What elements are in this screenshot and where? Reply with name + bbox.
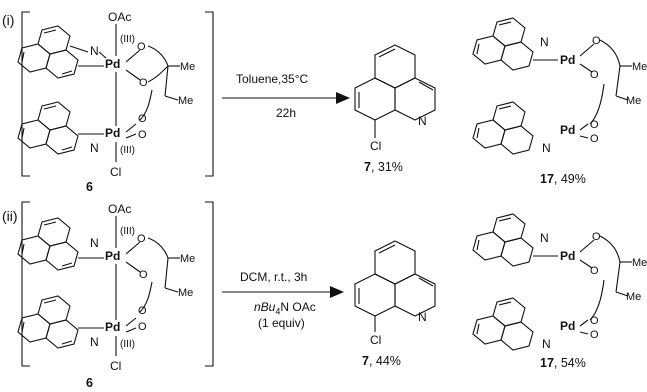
reactant-label: 6 bbox=[86, 376, 93, 390]
atom-pd-lower: Pd bbox=[105, 126, 120, 140]
atom-n: N bbox=[90, 44, 99, 58]
svg-text:N: N bbox=[90, 335, 99, 349]
scheme-tag: (i) bbox=[2, 12, 15, 28]
svg-text:Pd: Pd bbox=[105, 249, 120, 263]
yield: , 31% bbox=[370, 160, 403, 174]
svg-text:Pd: Pd bbox=[560, 123, 575, 137]
svg-text:O: O bbox=[590, 119, 599, 131]
scheme-tag: (ii) bbox=[2, 208, 18, 224]
svg-text:O: O bbox=[590, 315, 599, 327]
ox-state-top: (III) bbox=[120, 226, 135, 237]
product-7-structure bbox=[354, 44, 436, 138]
additive: nBu4N OAc bbox=[254, 300, 316, 316]
svg-text:Cl: Cl bbox=[370, 139, 381, 153]
yield: , 44% bbox=[368, 354, 401, 368]
conditions-top: DCM, r.t., 3h bbox=[240, 270, 308, 284]
svg-text:Cl: Cl bbox=[370, 333, 381, 347]
svg-text:O: O bbox=[139, 269, 148, 281]
svg-text:O: O bbox=[590, 265, 599, 277]
product-17-structure: N Pd O O Me Me O O N Pd bbox=[472, 17, 647, 155]
svg-text:Pd: Pd bbox=[560, 249, 575, 263]
svg-text:O: O bbox=[139, 77, 148, 89]
compound-number: 6 bbox=[86, 376, 93, 390]
product-7-label: 7, 31% bbox=[364, 160, 403, 174]
svg-text:O: O bbox=[592, 35, 601, 47]
svg-text:Me: Me bbox=[626, 95, 641, 107]
left-bracket bbox=[21, 11, 30, 177]
equiv-label: (1 equiv) bbox=[258, 316, 305, 330]
compound-number: 6 bbox=[86, 180, 93, 194]
svg-text:Me: Me bbox=[632, 61, 647, 73]
ox-state-bottom: (III) bbox=[120, 339, 135, 350]
scheme-i: (i) N Pd OAc (III) O O Me bbox=[2, 10, 647, 194]
yield: , 49% bbox=[553, 172, 586, 186]
cl-label: Cl bbox=[110, 359, 121, 373]
compound-number: 17 bbox=[540, 172, 554, 186]
scheme-ii: (ii) N Pd OAc (III) O O Me Me O O bbox=[0, 196, 647, 392]
svg-text:O: O bbox=[137, 233, 146, 245]
lower-benzoquinoline bbox=[17, 101, 79, 155]
ox-state-bottom: (III) bbox=[120, 145, 135, 156]
svg-text:N: N bbox=[90, 236, 99, 250]
svg-text:Me: Me bbox=[626, 291, 641, 303]
svg-text:O: O bbox=[590, 69, 599, 81]
compound-number: 7 bbox=[364, 160, 371, 174]
svg-text:O: O bbox=[590, 329, 599, 341]
additive-prefix: nBu bbox=[254, 300, 276, 314]
oac-label: OAc bbox=[108, 202, 131, 216]
svg-text:N: N bbox=[540, 35, 549, 49]
right-bracket bbox=[205, 11, 214, 177]
additive-subscript: 4 bbox=[275, 306, 281, 317]
svg-text:N: N bbox=[542, 337, 551, 351]
svg-text:O: O bbox=[138, 305, 147, 317]
svg-text:N: N bbox=[418, 310, 427, 324]
svg-text:Pd: Pd bbox=[560, 53, 575, 67]
conditions-bottom: 22h bbox=[276, 106, 297, 120]
atom-pd-upper: Pd bbox=[105, 57, 120, 71]
atom-o: O bbox=[137, 41, 146, 53]
svg-text:O: O bbox=[138, 129, 147, 141]
svg-text:Me: Me bbox=[632, 257, 647, 269]
svg-text:Me: Me bbox=[180, 61, 195, 73]
svg-text:O: O bbox=[590, 133, 599, 145]
product-17-label: 17, 49% bbox=[540, 172, 586, 186]
svg-text:O: O bbox=[138, 113, 147, 125]
svg-text:O: O bbox=[592, 231, 601, 243]
oac-label: OAc bbox=[108, 10, 131, 24]
product-7-label: 7, 44% bbox=[362, 354, 401, 368]
yield: , 54% bbox=[553, 356, 586, 370]
svg-text:Me: Me bbox=[178, 95, 193, 107]
compound-number: 7 bbox=[362, 354, 369, 368]
svg-text:Me: Me bbox=[178, 287, 193, 299]
product-17-label: 17, 54% bbox=[540, 356, 586, 370]
upper-benzoquinoline bbox=[17, 25, 79, 79]
svg-text:Pd: Pd bbox=[105, 320, 120, 334]
svg-text:N: N bbox=[540, 231, 549, 245]
reactant-label: 6 bbox=[86, 180, 93, 194]
svg-text:Me: Me bbox=[180, 253, 195, 265]
additive-suffix: N OAc bbox=[280, 300, 316, 314]
svg-text:Pd: Pd bbox=[560, 319, 575, 333]
scheme-i-drawing: N Pd OAc (III) O O Me Me O O bbox=[17, 10, 647, 179]
cl-label: Cl bbox=[110, 165, 121, 179]
ox-state-top: (III) bbox=[120, 34, 135, 45]
conditions-top: Toluene,35°C bbox=[236, 72, 309, 86]
scheme-ii-drawing: N Pd OAc (III) O O Me Me O O N Pd bbox=[17, 201, 647, 373]
svg-text:O: O bbox=[138, 321, 147, 333]
svg-text:N: N bbox=[542, 141, 551, 155]
compound-number: 17 bbox=[540, 356, 554, 370]
svg-text:N: N bbox=[418, 114, 427, 128]
svg-text:N: N bbox=[90, 141, 99, 155]
